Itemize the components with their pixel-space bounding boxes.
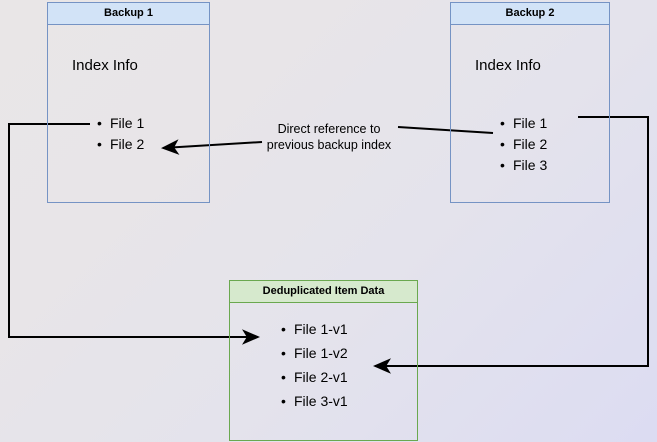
dedup-header: Deduplicated Item Data: [230, 281, 417, 303]
node-backup-2[interactable]: Backup 2 Index Info File 1 File 2 File 3: [450, 2, 610, 203]
list-item: File 3-v1: [281, 389, 348, 413]
list-item: File 3: [500, 155, 547, 176]
list-item: File 1: [500, 113, 547, 134]
backup-1-body: Index Info File 1 File 2: [48, 25, 209, 203]
backup-2-body: Index Info File 1 File 2 File 3: [451, 25, 609, 203]
edge-label-direct-reference: Direct reference to previous backup inde…: [266, 122, 392, 152]
node-deduplicated-item-data[interactable]: Deduplicated Item Data File 1-v1 File 1-…: [229, 280, 418, 441]
list-item: File 1-v2: [281, 341, 348, 365]
list-item: File 2-v1: [281, 365, 348, 389]
backup-1-header: Backup 1: [48, 3, 209, 25]
dedup-body: File 1-v1 File 1-v2 File 2-v1 File 3-v1: [230, 303, 417, 441]
backup-2-index-info-label: Index Info: [475, 57, 541, 74]
backup-2-header: Backup 2: [451, 3, 609, 25]
backup-1-file-list: File 1 File 2: [92, 113, 144, 155]
dedup-item-list: File 1-v1 File 1-v2 File 2-v1 File 3-v1: [276, 317, 348, 413]
list-item: File 2: [97, 134, 144, 155]
backup-2-file-list: File 1 File 2 File 3: [495, 113, 547, 176]
list-item: File 1: [97, 113, 144, 134]
node-backup-1[interactable]: Backup 1 Index Info File 1 File 2: [47, 2, 210, 203]
backup-1-index-info-label: Index Info: [72, 57, 138, 74]
list-item: File 2: [500, 134, 547, 155]
list-item: File 1-v1: [281, 317, 348, 341]
